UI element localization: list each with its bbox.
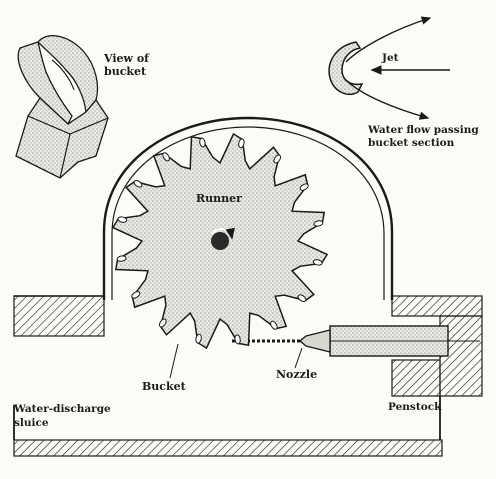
- left-foundation: [14, 296, 104, 336]
- bucket-pointer: [170, 344, 178, 378]
- tailrace-floor: [14, 440, 442, 456]
- water-flow-label-1: Water flow passing: [367, 124, 479, 136]
- nozzle-icon: [300, 330, 330, 352]
- water-discharge-label-2: sluice: [14, 417, 49, 429]
- jet-label: Jet: [381, 52, 399, 64]
- runner-label: Runner: [196, 192, 242, 205]
- bucket-section-icon: [329, 18, 450, 118]
- view-of-bucket-label-2: bucket: [104, 65, 147, 78]
- nozzle-label: Nozzle: [276, 368, 317, 381]
- nozzle-pointer: [295, 348, 302, 368]
- water-flow-label-2: bucket section: [368, 137, 455, 149]
- penstock-label: Penstock: [388, 401, 442, 413]
- right-foundation: [392, 296, 482, 316]
- bucket-label: Bucket: [142, 380, 187, 393]
- shaft-hub: [211, 232, 229, 250]
- view-of-bucket-label-1: View of: [103, 52, 150, 65]
- penstock-lower-block: [392, 360, 440, 396]
- water-discharge-label-1: Water-discharge: [13, 403, 111, 415]
- bucket-view-icon: [16, 36, 108, 178]
